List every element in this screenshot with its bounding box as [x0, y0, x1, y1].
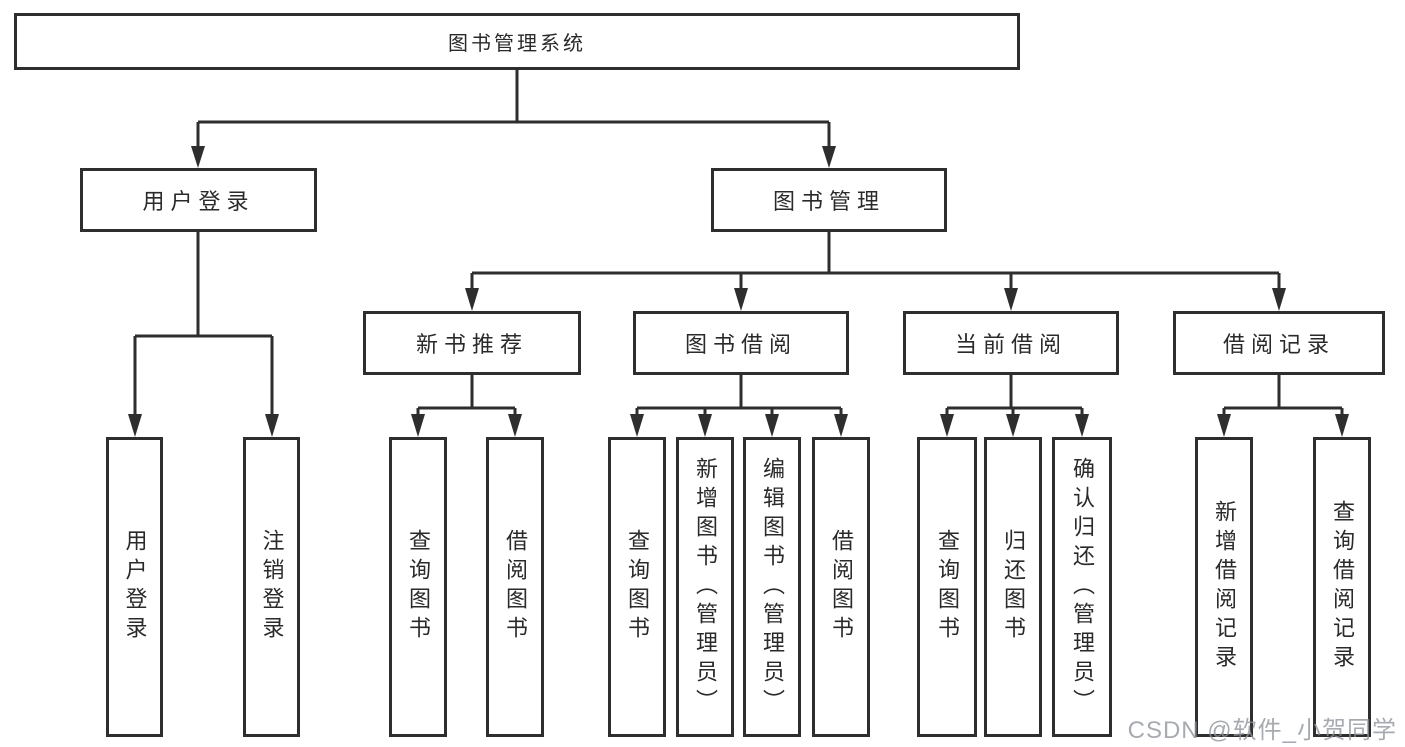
leaf-query-books-current: 查询图书 — [917, 437, 977, 737]
arrowhead-icon — [940, 414, 954, 437]
node-new-book-recommendation: 新书推荐 — [363, 311, 581, 375]
node-user-login: 用户登录 — [80, 168, 317, 232]
arrowhead-icon — [1075, 414, 1089, 437]
leaf-add-borrowing-record: 新增借阅记录 — [1195, 437, 1253, 737]
node-current-borrowing: 当前借阅 — [903, 311, 1119, 375]
node-borrowing-records: 借阅记录 — [1173, 311, 1385, 375]
arrowhead-icon — [1272, 288, 1286, 311]
arrowhead-icon — [630, 414, 644, 437]
arrowhead-icon — [411, 414, 425, 437]
arrowhead-icon — [765, 414, 779, 437]
arrowhead-icon — [834, 414, 848, 437]
arrowhead-icon — [1004, 288, 1018, 311]
leaf-query-books-recommend: 查询图书 — [389, 437, 447, 737]
node-book-borrowing: 图书借阅 — [633, 311, 849, 375]
leaf-borrow-books-recommend: 借阅图书 — [486, 437, 544, 737]
watermark: CSDN @软件_小贺同学 — [1127, 717, 1397, 744]
leaf-logout: 注销登录 — [243, 437, 300, 737]
leaf-user-login: 用户登录 — [106, 437, 163, 737]
arrowhead-icon — [128, 414, 142, 437]
arrowhead-icon — [1335, 414, 1349, 437]
arrowhead-icon — [465, 288, 479, 311]
arrowhead-icon — [698, 414, 712, 437]
leaf-borrow-books-borrowing: 借阅图书 — [812, 437, 870, 737]
leaf-query-books-borrowing: 查询图书 — [608, 437, 666, 737]
leaf-confirm-return-admin: 确认归还（管理员） — [1052, 437, 1112, 737]
arrowhead-icon — [1217, 414, 1231, 437]
leaf-return-books: 归还图书 — [984, 437, 1042, 737]
node-library-management-system: 图书管理系统 — [14, 13, 1020, 70]
leaf-edit-book-admin: 编辑图书（管理员） — [743, 437, 801, 737]
leaf-add-book-admin: 新增图书（管理员） — [676, 437, 734, 737]
node-book-management: 图书管理 — [711, 168, 947, 232]
arrowhead-icon — [508, 414, 522, 437]
arrowhead-icon — [191, 146, 205, 168]
arrowhead-icon — [734, 288, 748, 311]
leaf-query-borrowing-record: 查询借阅记录 — [1313, 437, 1371, 737]
arrowhead-icon — [1006, 414, 1020, 437]
arrowhead-icon — [265, 414, 279, 437]
arrowhead-icon — [822, 146, 836, 168]
